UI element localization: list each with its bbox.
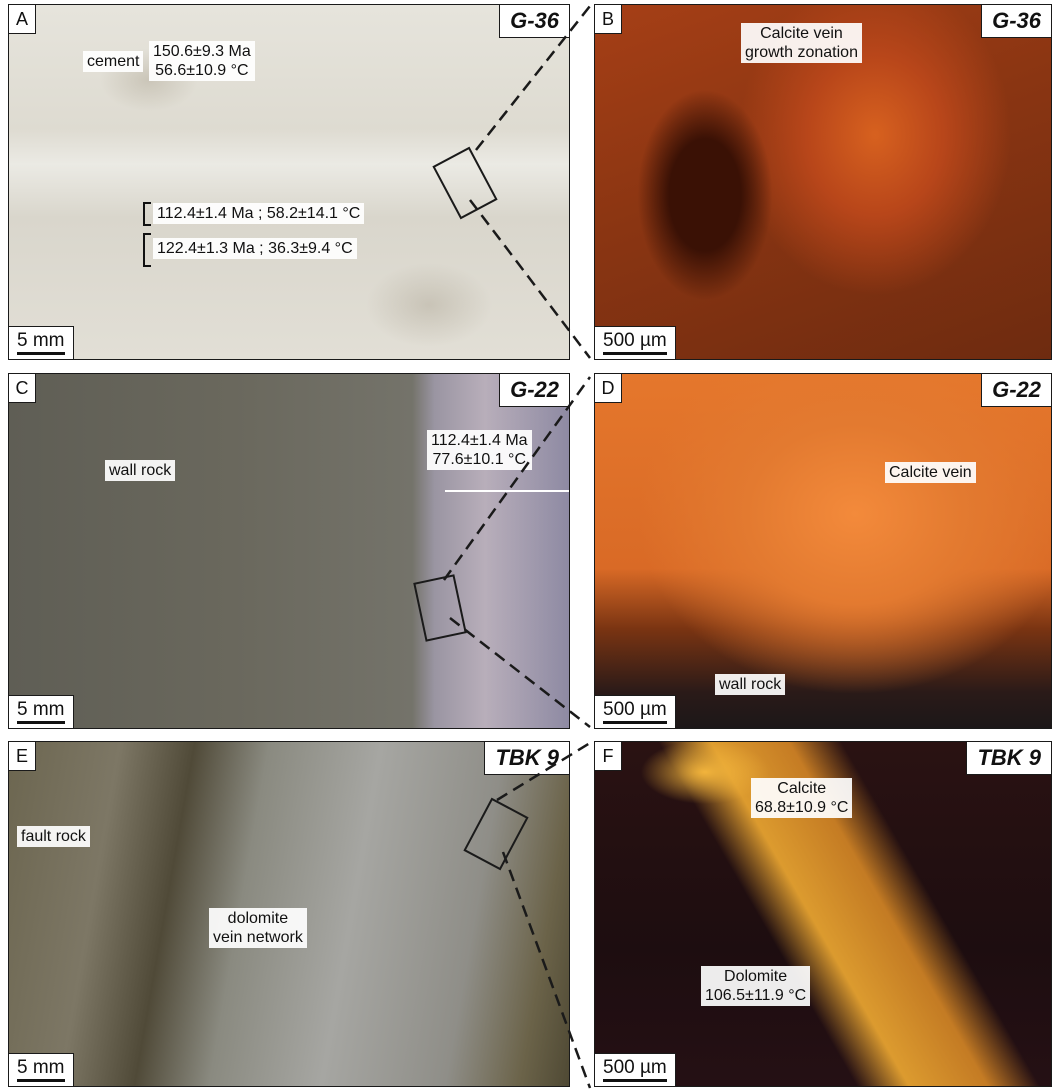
vein-boundary-line	[445, 490, 569, 492]
scale-bar: 5 mm	[9, 326, 74, 359]
scale-label: 5 mm	[17, 1057, 65, 1078]
panel-a-micrograph: A G-36 cement 150.6±9.3 Ma 56.6±10.9 °C …	[8, 4, 570, 360]
scale-bar: 500 µm	[595, 1053, 676, 1086]
panel-f-cathodoluminescence: F TBK 9 Calcite 68.8±10.9 °C Dolomite 10…	[594, 741, 1052, 1087]
scale-line	[603, 1079, 667, 1082]
panel-letter: C	[9, 374, 36, 403]
panel-b-cathodoluminescence: B G-36 Calcite vein growth zonation 500 …	[594, 4, 1052, 360]
panel-letter: F	[595, 742, 622, 771]
scale-line	[603, 721, 667, 724]
dolomite-label: Dolomite 106.5±11.9 °C	[701, 966, 811, 1006]
label-line: dolomite	[227, 910, 289, 927]
vein-age-label: 112.4±1.4 Ma 77.6±10.1 °C	[427, 430, 532, 470]
zone-brace	[143, 202, 151, 226]
scale-label: 500 µm	[603, 699, 667, 720]
cement-age: 150.6±9.3 Ma	[153, 43, 251, 60]
scale-line	[17, 721, 65, 724]
wall-rock-label: wall rock	[715, 674, 786, 695]
cement-temperature: 56.6±10.9 °C	[155, 62, 249, 79]
zone-brace	[143, 233, 151, 267]
vein-zone-age-2: 122.4±1.3 Ma ; 36.3±9.4 °C	[153, 238, 357, 259]
scale-line	[17, 1079, 65, 1082]
calcite-label: Calcite 68.8±10.9 °C	[751, 778, 853, 818]
panel-c-micrograph: C G-22 wall rock 112.4±1.4 Ma 77.6±10.1 …	[8, 373, 570, 729]
panel-letter: B	[595, 5, 622, 34]
vein-age: 112.4±1.4 Ma	[431, 432, 528, 449]
sample-id: G-36	[981, 5, 1051, 38]
inset-box	[463, 797, 529, 871]
mineral-temperature: 106.5±11.9 °C	[705, 987, 807, 1004]
scale-bar: 500 µm	[595, 695, 676, 728]
sample-id: G-36	[499, 5, 569, 38]
panel-d-cathodoluminescence: D G-22 Calcite vein wall rock 500 µm	[594, 373, 1052, 729]
scale-bar: 5 mm	[9, 695, 74, 728]
cement-age-label: 150.6±9.3 Ma 56.6±10.9 °C	[149, 41, 255, 81]
mineral-name: Dolomite	[724, 968, 788, 985]
dolomite-network-label: dolomite vein network	[209, 908, 307, 948]
vein-zone-age-1: 112.4±1.4 Ma ; 58.2±14.1 °C	[153, 203, 365, 224]
label-line: growth zonation	[745, 44, 858, 61]
scale-label: 5 mm	[17, 699, 65, 720]
label-line: Calcite vein	[760, 25, 843, 42]
panel-letter: D	[595, 374, 622, 403]
calcite-vein-label: Calcite vein	[885, 462, 976, 483]
inset-box	[432, 146, 498, 220]
sample-id: TBK 9	[966, 742, 1051, 775]
scale-label: 500 µm	[603, 1057, 667, 1078]
vein-zonation-label: Calcite vein growth zonation	[741, 23, 862, 63]
label-line: vein network	[213, 929, 303, 946]
scale-bar: 500 µm	[595, 326, 676, 359]
panel-letter: A	[9, 5, 36, 34]
mineral-temperature: 68.8±10.9 °C	[755, 799, 849, 816]
sample-id: G-22	[499, 374, 569, 407]
vein-temperature: 77.6±10.1 °C	[432, 451, 526, 468]
scale-line	[603, 352, 667, 355]
sample-id: TBK 9	[484, 742, 569, 775]
scale-bar: 5 mm	[9, 1053, 74, 1086]
scale-line	[17, 352, 65, 355]
inset-box	[413, 574, 467, 642]
mineral-name: Calcite	[777, 780, 827, 797]
wall-rock-label: wall rock	[105, 460, 176, 481]
scale-label: 5 mm	[17, 330, 65, 351]
panel-e-micrograph: E TBK 9 fault rock dolomite vein network…	[8, 741, 570, 1087]
panel-letter: E	[9, 742, 36, 771]
cement-label: cement	[83, 51, 144, 72]
fault-rock-label: fault rock	[17, 826, 90, 847]
scale-label: 500 µm	[603, 330, 667, 351]
sample-id: G-22	[981, 374, 1051, 407]
